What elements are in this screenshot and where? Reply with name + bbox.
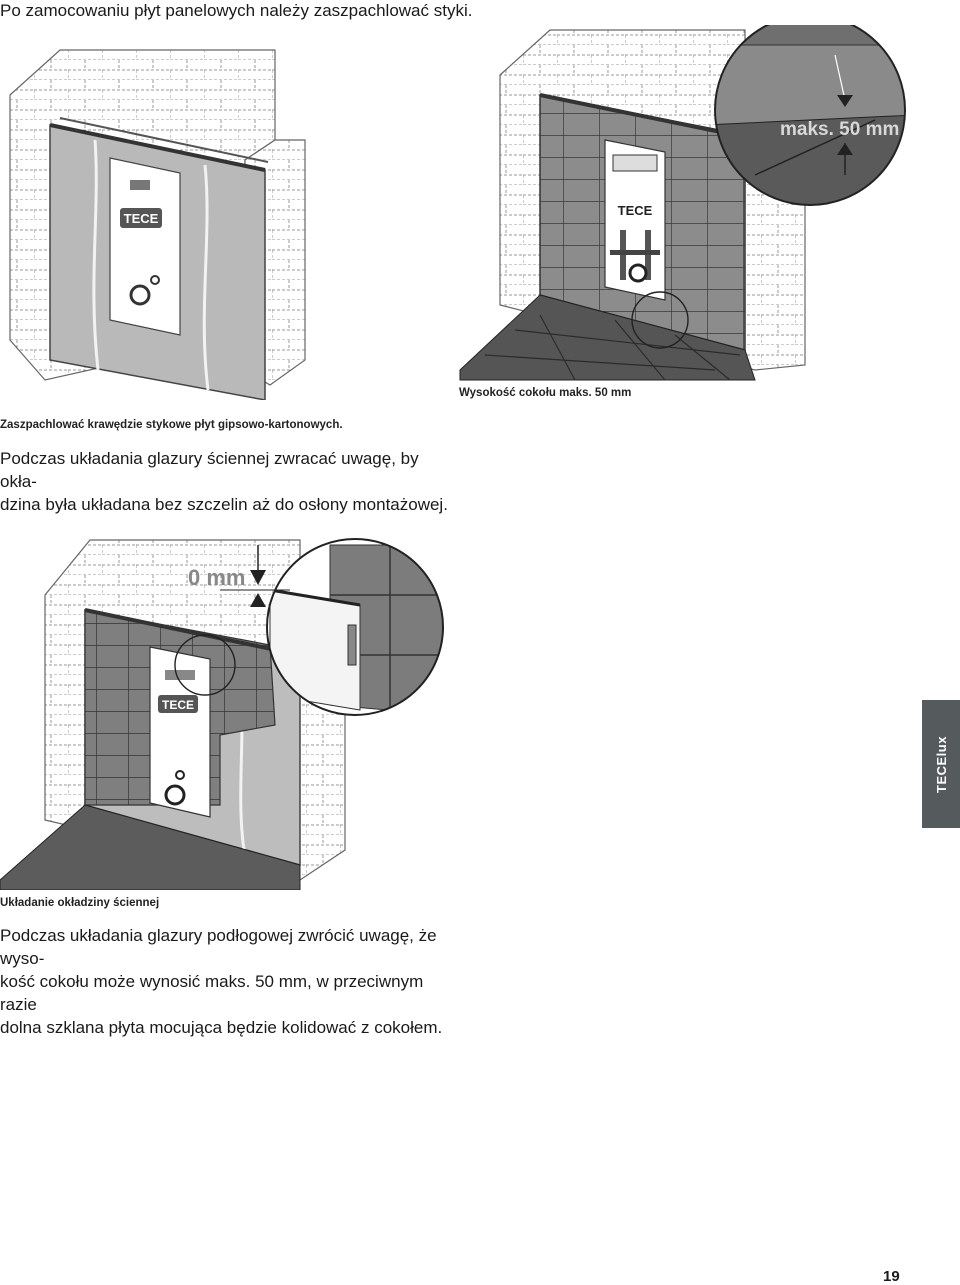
paragraph-wall-tiling: Podczas układania glazury ściennej zwrac… (0, 449, 448, 514)
tece-logo: TECE (618, 203, 653, 218)
svg-text:TECE: TECE (124, 211, 159, 226)
tece-logo: TECE (120, 208, 162, 228)
figure-plinth-height: TECE maks. 50 mm (459, 25, 906, 381)
figure-drywall-panel: TECE (9, 49, 306, 400)
zoom-label: 0 mm (188, 565, 245, 590)
figure-wall-tiling: TECE 0 mm (0, 538, 444, 890)
figure2-caption: Wysokość cokołu maks. 50 mm (459, 387, 632, 399)
tece-logo: TECE (158, 695, 198, 713)
svg-text:TECE: TECE (618, 203, 653, 218)
zoom-label: maks. 50 mm (780, 119, 899, 140)
page-number: 19 (883, 1268, 900, 1285)
figure3-caption: Układanie okładziny ściennej (0, 897, 160, 909)
paragraph-floor-tiling: Podczas układania glazury podłogowej zwr… (0, 926, 443, 1037)
section-tab: TECElux (922, 700, 960, 828)
figure1-caption: Zaszpachlować krawędzie stykowe płyt gip… (0, 419, 343, 431)
svg-text:TECE: TECE (162, 698, 194, 712)
intro-text: Po zamocowaniu płyt panelowych należy za… (0, 1, 473, 20)
